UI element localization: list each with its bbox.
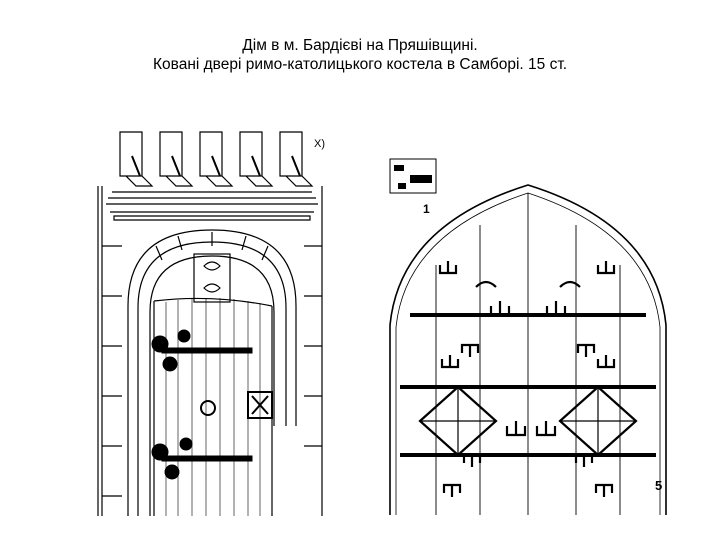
figure-number-bottom: 5: [655, 478, 663, 493]
caption-line-1: Дім в м. Бардієві на Пряшівщині.: [242, 37, 478, 54]
ornaments: [418, 261, 638, 497]
inset-fragment: [389, 158, 437, 194]
caption-line-2: Ковані двері римо-католицького костела в…: [152, 56, 568, 73]
slide-caption: Дім в м. Бардієві на Пряшівщині. Ковані …: [0, 36, 720, 74]
left-mark-label: X): [314, 138, 325, 150]
house-entrance-drawing: X): [97, 131, 325, 516]
figure-number-top: 1: [423, 202, 430, 216]
forged-door-drawing: [389, 158, 667, 515]
crenellations: [119, 131, 314, 187]
